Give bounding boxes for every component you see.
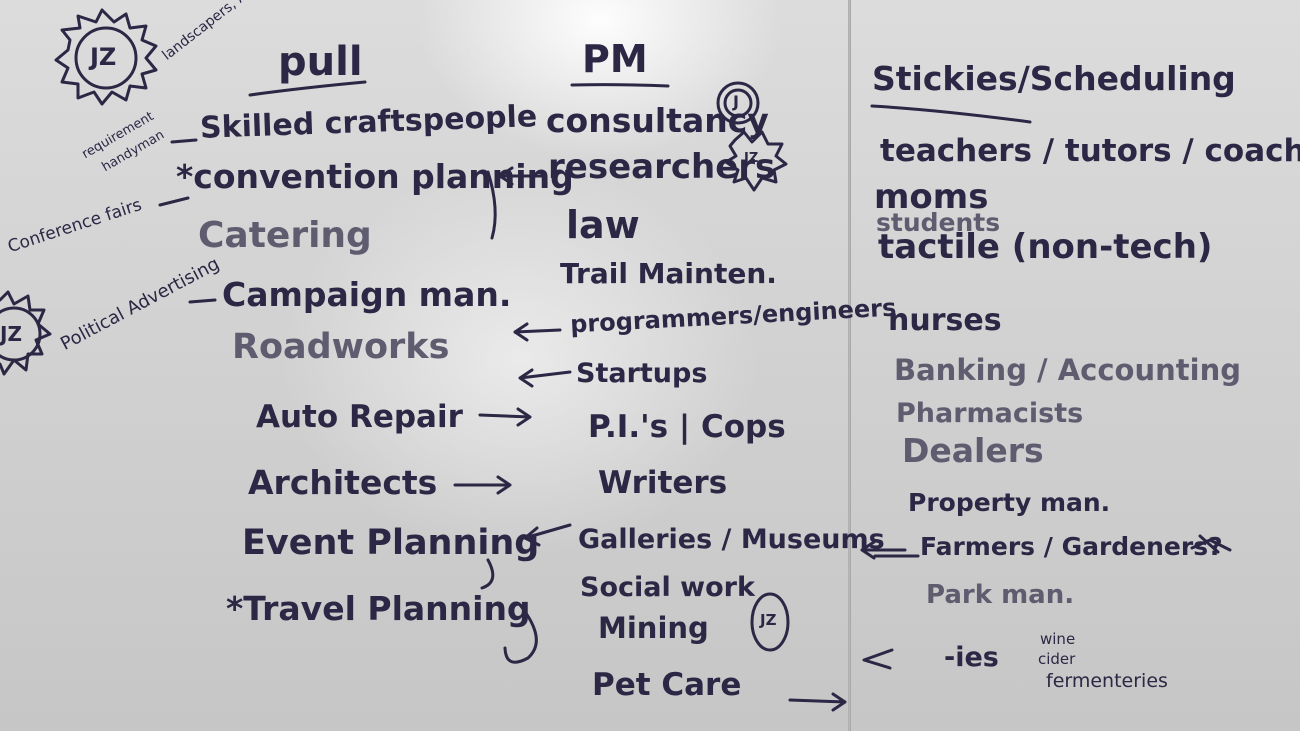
stickies-item-cider: cider (1038, 650, 1076, 668)
dash-conference (158, 196, 190, 207)
stamp-jz-left-ring (0, 306, 42, 362)
arrow-architects-right (453, 475, 512, 495)
stamp-jz-researchers-rays (724, 130, 788, 192)
pull-heading-underline (248, 80, 367, 97)
pm-item-researchers: researchers (548, 147, 776, 187)
stamp-jz-mining-label: JZ (760, 611, 777, 629)
pm-item-law: law (566, 203, 640, 247)
pm-item-pis-cops: P.I.'s | Cops (588, 409, 786, 445)
event-loop (480, 558, 495, 590)
pm-item-startups: Startups (576, 358, 708, 389)
stickies-heading-underline (870, 104, 1032, 124)
stickies-item-teachers: teachers / tutors / coaching (880, 133, 1300, 169)
stickies-item-fermenteries: fermenteries (1046, 670, 1168, 692)
stickies-heading: Stickies/Scheduling (872, 59, 1236, 98)
stamp-jz-top-rays (54, 8, 158, 106)
pm-item-galleries: Galleries / Museums (578, 524, 885, 555)
pm-item-pet-care: Pet Care (592, 667, 742, 703)
farmers-checkmark (1190, 534, 1232, 554)
stamp-j-consultancy-outer (716, 81, 760, 125)
pm-item-writers: Writers (598, 465, 728, 501)
stamp-jz-top-label: JZ (90, 43, 117, 71)
stickies-item-dealers: Dealers (902, 431, 1044, 470)
pull-item-architects: Architects (248, 463, 438, 502)
stickies-item-property: Property man. (908, 488, 1111, 517)
pm-item-social-work: Social work (580, 572, 755, 603)
stickies-item-banking: Banking / Accounting (894, 353, 1241, 387)
pull-item-campaign: Campaign man. (222, 275, 512, 314)
arrow-petcare-right (788, 692, 847, 712)
pm-item-trail: Trail Mainten. (560, 257, 777, 290)
pull-heading: pull (278, 39, 363, 85)
pull-item-roadworks: Roadworks (232, 327, 450, 367)
pm-item-consultancy: consultancy (546, 101, 769, 140)
arrow-galleries-left (523, 523, 572, 547)
stamp-jz-left-label: JZ (0, 322, 22, 346)
stickies-item-tactile: tactile (non-tech) (878, 227, 1213, 267)
stickies-item-wine: wine (1040, 630, 1076, 648)
stamp-jz-researchers-label: JZ (744, 151, 759, 166)
pull-item-auto-repair: Auto Repair (256, 399, 463, 435)
stickies-item-farmers: Farmers / Gardeners? (920, 532, 1223, 561)
arrow-farmers-left-1 (860, 540, 907, 560)
stickies-item-park: Park man. (926, 580, 1075, 610)
pull-item-travel-planning: *Travel Planning (226, 589, 531, 628)
stickies-item-pharmacists: Pharmacists (896, 398, 1084, 429)
arrow-researchers-to-convention (498, 166, 547, 186)
stamp-j-consultancy-inner (723, 88, 753, 118)
stamp-jz-left-rays (0, 290, 52, 376)
arrow-ies-left (862, 648, 894, 670)
arrow-programmers-left (513, 322, 562, 342)
pm-item-mining: Mining (598, 611, 709, 645)
stickies-item-ies: -ies (944, 642, 999, 673)
pull-item-event-planning: Event Planning (242, 523, 540, 563)
pull-item-convention: *convention planning (176, 157, 574, 196)
whiteboard-panel-divider (848, 0, 851, 731)
arrow-autorepair-right (478, 407, 532, 427)
stickies-item-nurses: nurses (888, 303, 1002, 338)
dash-political (188, 298, 217, 304)
dash-craftspeople (170, 138, 198, 144)
stickies-item-students: students (876, 208, 1001, 237)
planning-loop (503, 603, 538, 664)
pm-heading: PM (582, 37, 648, 81)
stamp-j-consultancy-label: J (733, 92, 739, 111)
convention-curve (486, 170, 497, 240)
stamp-jz-mining (750, 592, 790, 652)
arrow-startups-left (518, 368, 572, 388)
stamp-jz-top-ring (74, 26, 138, 90)
pull-item-catering: Catering (198, 215, 372, 256)
pm-heading-underline (570, 83, 670, 88)
stickies-item-moms: moms (874, 177, 989, 217)
